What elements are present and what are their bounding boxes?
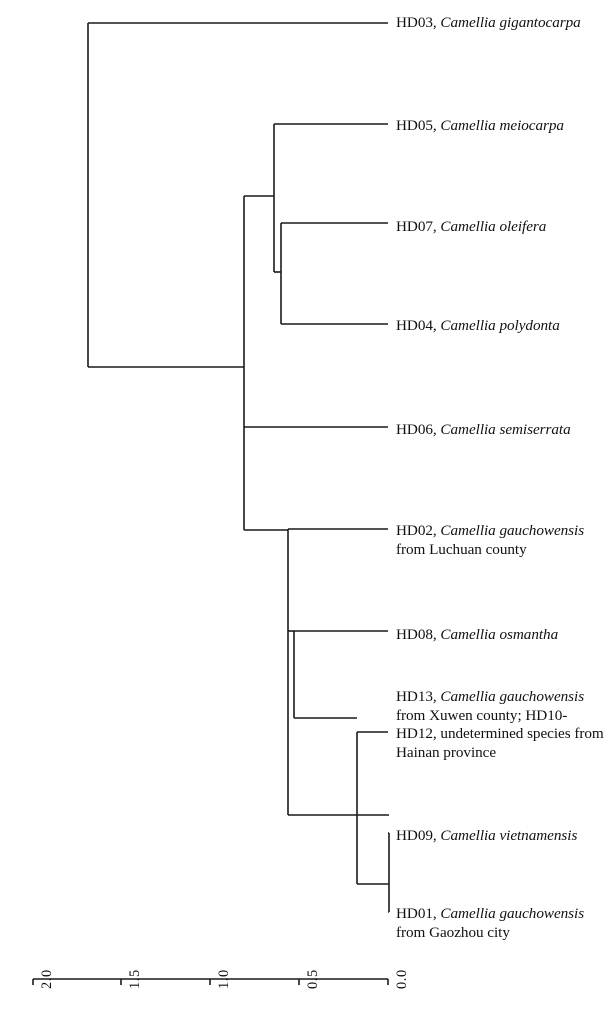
axis-tick-label-0-0: 0.0 bbox=[394, 969, 410, 989]
leaf-code-hd09: HD09, bbox=[396, 827, 441, 844]
leaf-code-hd02: HD02, bbox=[396, 522, 441, 539]
distance-axis bbox=[32, 978, 389, 985]
leaf-label-hd07: HD07, Camellia oleifera bbox=[396, 218, 605, 237]
leaf-label-hd06: HD06, Camellia semiserrata bbox=[396, 421, 605, 440]
axis-tick-label-1-0: 1.0 bbox=[216, 969, 232, 989]
leaf-code-hd04: HD04, bbox=[396, 317, 441, 334]
leaf-code-hd08: HD08, bbox=[396, 626, 441, 643]
leaf-code-hd03: HD03, bbox=[396, 14, 441, 31]
leaf-species-hd07: Camellia oleifera bbox=[440, 218, 547, 235]
leaf-label-hd01: HD01, Camellia gauchowensis from Gaozhou… bbox=[396, 905, 605, 942]
leaf-suffix-hd13: from Xuwen county; HD10-HD12, undetermin… bbox=[396, 706, 604, 761]
tree-branch-lines bbox=[87, 22, 390, 913]
leaf-label-hd08: HD08, Camellia osmantha bbox=[396, 626, 605, 645]
leaf-species-hd06: Camellia semiserrata bbox=[440, 421, 571, 438]
leaf-species-hd09: Camellia vietnamensis bbox=[440, 827, 578, 844]
axis-tick-label-1-5: 1.5 bbox=[127, 969, 143, 989]
leaf-code-hd06: HD06, bbox=[396, 421, 441, 438]
leaf-code-hd07: HD07, bbox=[396, 218, 441, 235]
leaf-label-hd13: HD13, Camellia gauchowensis from Xuwen c… bbox=[396, 688, 605, 762]
leaf-species-hd04: Camellia polydonta bbox=[440, 317, 560, 334]
leaf-species-hd05: Camellia meiocarpa bbox=[440, 117, 564, 134]
leaf-suffix-hd02: from Luchuan county bbox=[396, 540, 527, 558]
leaf-label-hd02: HD02, Camellia gauchowensis from Luchuan… bbox=[396, 522, 605, 559]
leaf-label-hd03: HD03, Camellia gigantocarpa bbox=[396, 14, 605, 33]
leaf-code-hd05: HD05, bbox=[396, 117, 441, 134]
axis-tick-label-0-5: 0.5 bbox=[305, 969, 321, 989]
leaf-species-hd03: Camellia gigantocarpa bbox=[440, 14, 581, 31]
leaf-code-hd01: HD01, bbox=[396, 905, 441, 922]
leaf-label-hd04: HD04, Camellia polydonta bbox=[396, 317, 605, 336]
axis-tick-label-2-0: 2.0 bbox=[39, 969, 55, 989]
leaf-suffix-hd01: from Gaozhou city bbox=[396, 923, 510, 941]
leaf-species-hd01: Camellia gauchowensis bbox=[440, 905, 585, 922]
leaf-species-hd08: Camellia osmantha bbox=[440, 626, 559, 643]
leaf-label-hd09: HD09, Camellia vietnamensis bbox=[396, 827, 605, 846]
leaf-label-hd05: HD05, Camellia meiocarpa bbox=[396, 117, 605, 136]
leaf-code-hd13: HD13, bbox=[396, 688, 441, 705]
leaf-species-hd02: Camellia gauchowensis bbox=[440, 522, 585, 539]
leaf-species-hd13: Camellia gauchowensis bbox=[440, 688, 585, 705]
